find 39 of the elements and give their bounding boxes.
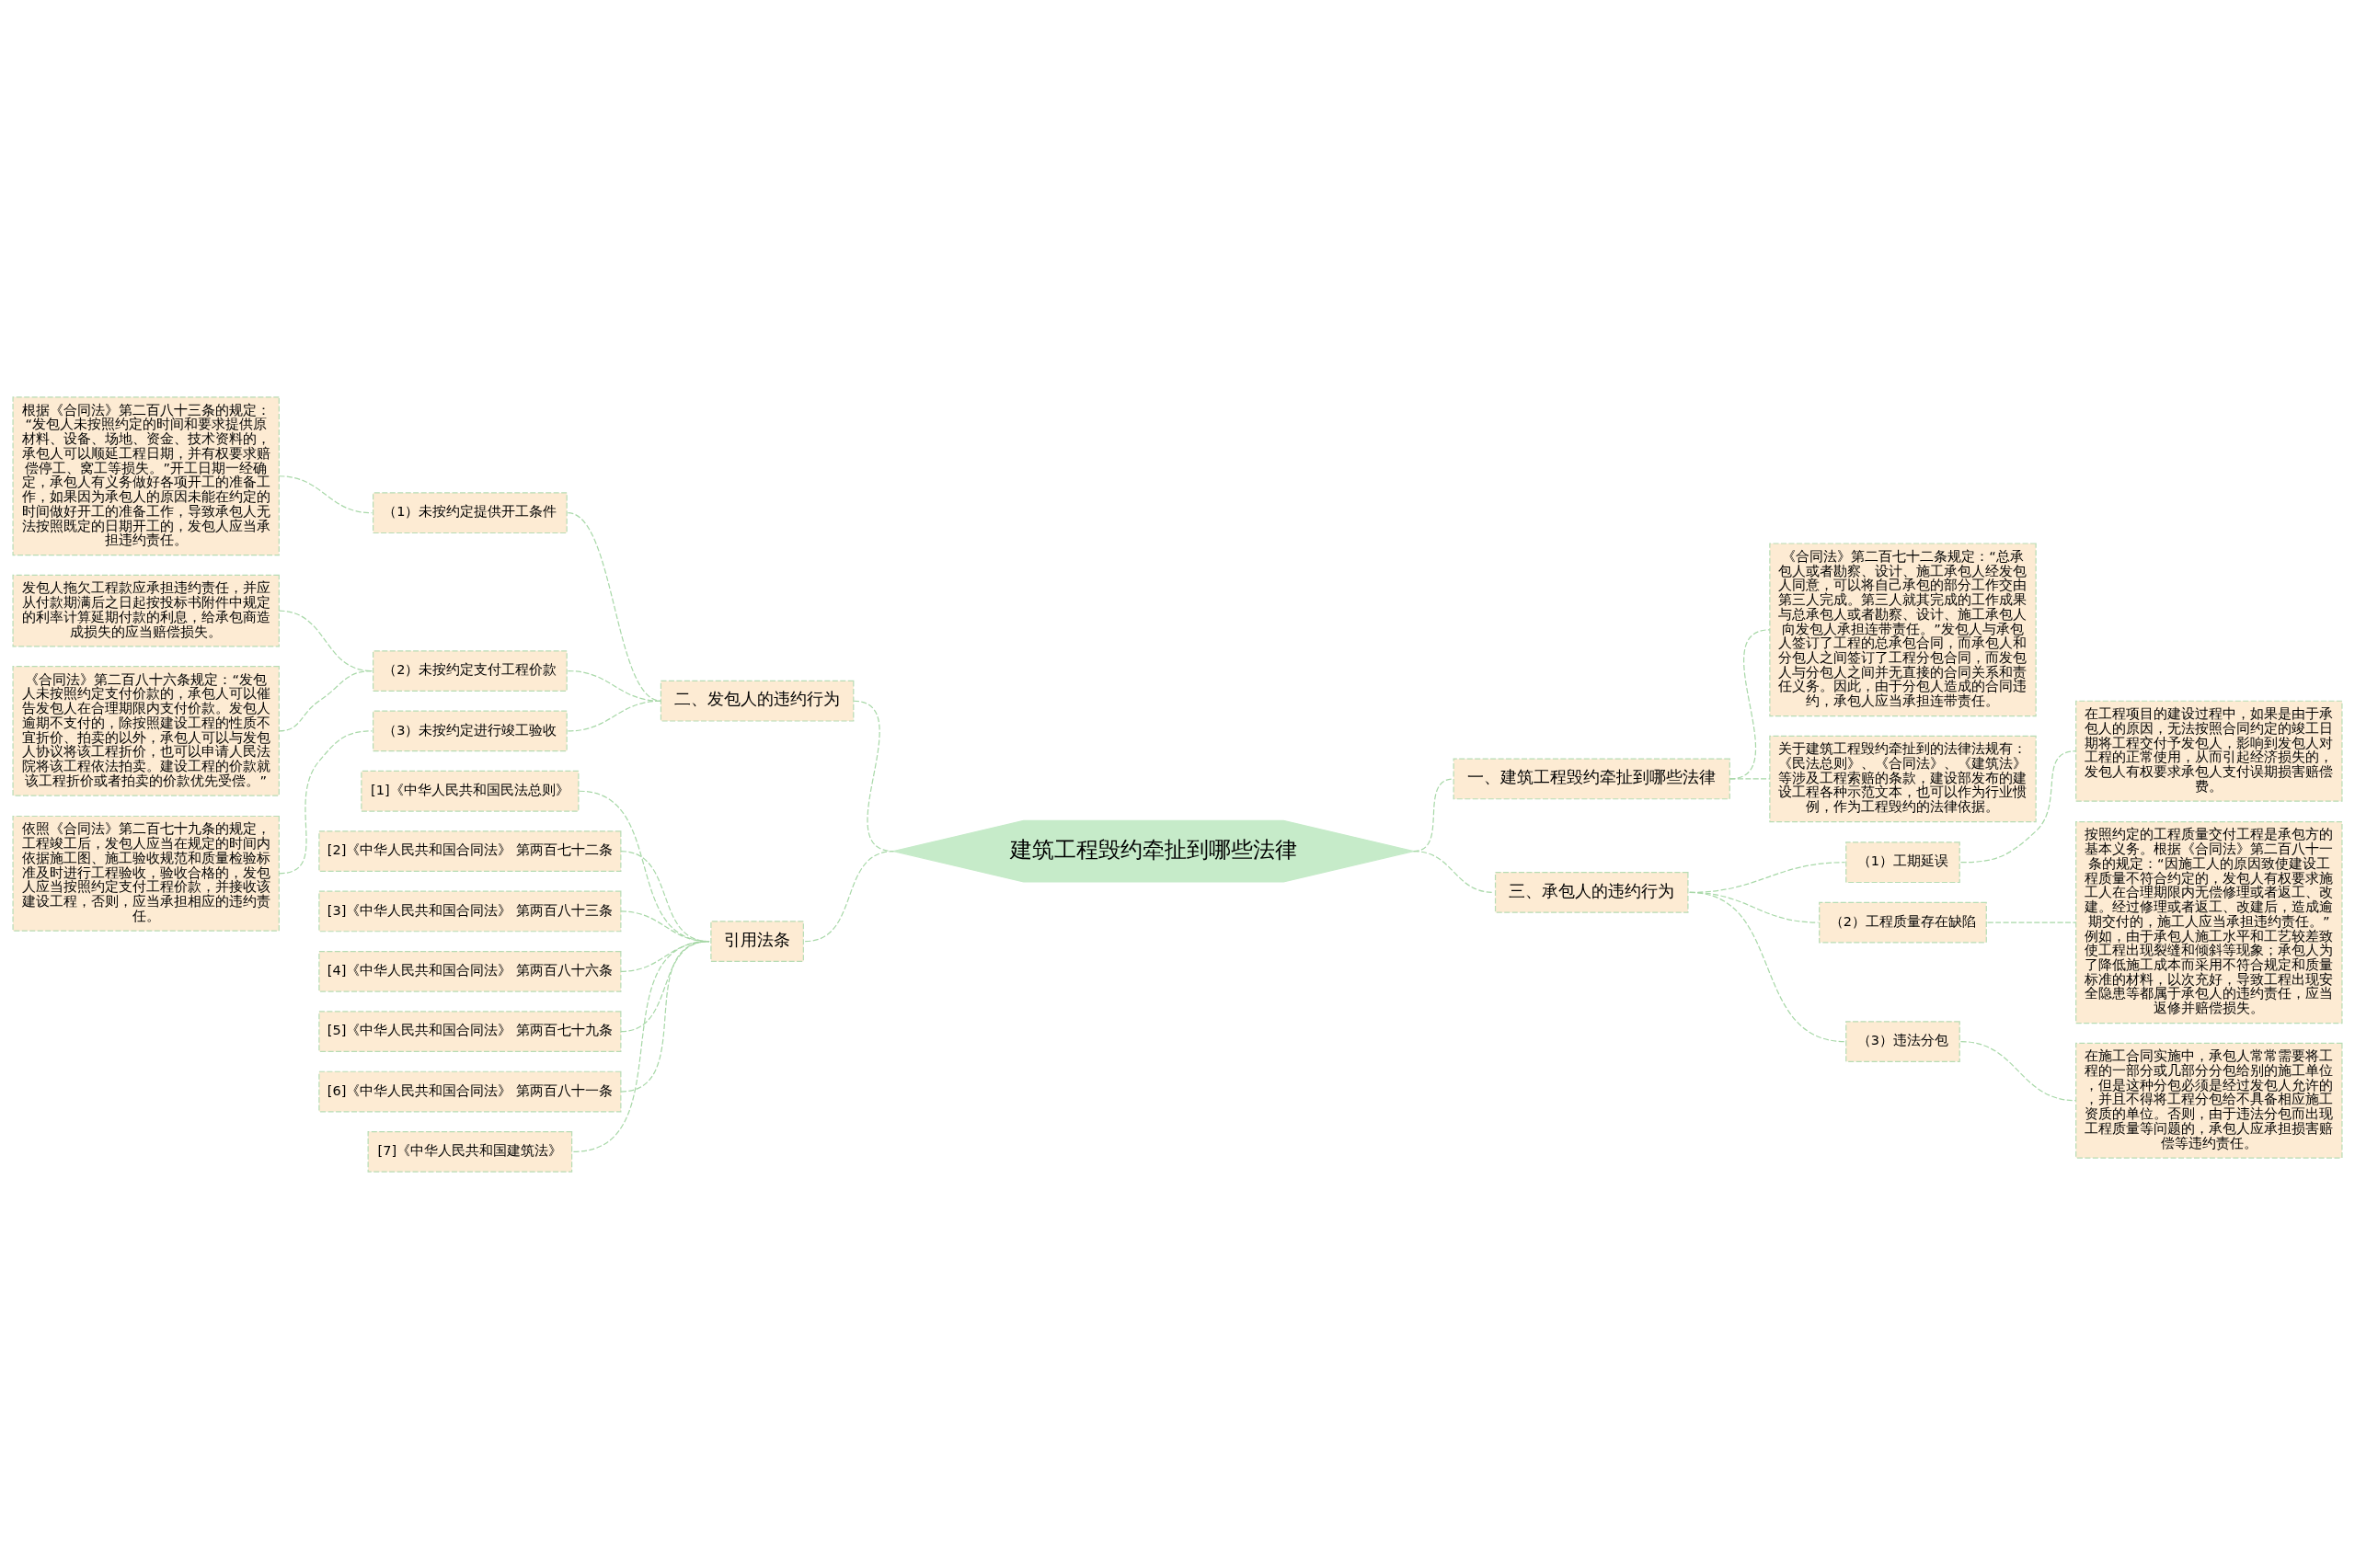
node-box: [4]《中华人民共和国合同法》 第两百八十六条 [318,950,622,992]
connector [1413,850,1495,893]
connector [1959,750,2077,863]
connector [1729,777,1771,780]
node-box: 《合同法》第二百七十二条规定：“总承包人或者勘察、设计、施工承包人经发包人同意，可以将自己承包的部分工作交由第三人完成。第三人就其完成的工作成果与总承包人或者勘察、设计、施工承包人向发包人承担连带责任。”发包人与承包人签订了工程的总承包合同，而承包人和分包人之间签订了工程分包合同，而发包人与分包人之间并无直接的合同关系和责任义务。因此，由于分包人造成的合同违约，承包人应当承担连带责任。 [1769,542,2037,716]
connector [278,475,373,513]
connector [572,940,710,1152]
node-box: [6]《中华人民共和国合同法》 第两百八十一条 [318,1070,622,1112]
node-box: 在工程项目的建设过程中，如果是由于承包人的原因，无法按照合同约定的竣工日期将工程交付予发包人，影响到发包人对工程的正常使用，从而引起经济损失的，发包人有权要求承包人支付误期损害赔偿费。 [2075,700,2343,802]
node-box: （2）未按约定支付工程价款 [373,649,568,692]
node-box: [1]《中华人民共和国民法总则》 [361,770,580,812]
node-box: 三、承包人的违约行为 [1494,871,1689,913]
node-box: 引用法条 [710,920,804,962]
connector [804,850,894,942]
connector [278,729,373,874]
node-box: [3]《中华人民共和国合同法》 第两百八十三条 [318,890,622,932]
node-box: 发包人拖欠工程款应承担违约责任，并应从付款期满后之日起按投标书附件中规定的利率计算延期付款的利息，给承包商造成损失的应当赔偿损失。 [12,574,280,647]
node-box: 《合同法》第二百八十六条规定：“发包人未按照约定支付价款的，承包人可以催告发包人在合理期限内支付价款。发包人逾期不支付的，除按照建设工程的性质不宜折价、拍卖的以外，承包人可以与发包人协议将该工程折价，也可以申请人民法院将该工程依法拍卖。建设工程的价款就该工程折价或者拍卖的价款优先受偿。” [12,665,280,796]
node-box: 在施工合同实施中，承包人常常需要将工程的一部分或几部分分包给别的施工单位，但是这种分包必须是经过发包人允许的，并且不得将工程分包给不具备相应施工资质的单位。否则，由于违法分包而出现工程质量等问题的，承包人应承担损害赔偿等违约责任。 [2075,1042,2343,1159]
connector [567,700,662,731]
node-box: （3）违法分包 [1845,1020,1960,1062]
node-box: （1）未按约定提供开工条件 [373,491,568,533]
node-box: （2）工程质量存在缺陷 [1819,901,1987,943]
node-box: [5]《中华人民共和国合同法》 第两百七十九条 [318,1010,622,1052]
node-box: （1）工期延误 [1845,841,1960,883]
node-box: 二、发包人的违约行为 [660,680,855,722]
node-box: 关于建筑工程毁约牵扯到的法律法规有：《民法总则》、《合同法》、《建筑法》等涉及工程索赔的条款，建设部发布的建设工程各种示范文本，也可以作为行业惯例，作为工程毁约的法律依据。 [1769,735,2037,822]
connector [1959,1040,2077,1101]
connector [278,670,373,731]
node-box: 一、建筑工程毁约牵扯到哪些法律 [1453,758,1730,799]
connector [1729,628,1771,780]
node-box: [2]《中华人民共和国合同法》 第两百七十二条 [318,830,622,872]
node-box: 根据《合同法》第二百八十三条的规定：“发包人未按照约定的时间和要求提供原材料、设备、场地、资金、技术资料的，承包人可以顺延工程日期，并有权要求赔偿停工、窝工等损失。”开工日期一经确定，承包人有义务做好各项开工的准备工作，如果因为承包人的原因未能在约定的时间做好开工的准备工作，导致承包人无法按照既定的日期开工的，发包人应当承担违约责任。 [12,395,280,555]
connector [1986,921,2077,923]
node-box: 依照《合同法》第二百七十九条的规定，工程竣工后，发包人应当在规定的时间内依据施工图、施工验收规范和质量检验标准及时进行工程验收，验收合格的，发包人应当按照约定支付工程价款，并接收该建设工程，否则，应当承担相应的违约责任。 [12,815,280,932]
node-box: [7]《中华人民共和国建筑法》 [367,1130,573,1173]
node-box: （3）未按约定进行竣工验收 [373,710,568,751]
connector [1689,891,1846,1042]
node-box: 按照约定的工程质量交付工程是承包方的基本义务。根据《合同法》第二百八十一条的规定：“因施工人的原因致使建设工程质量不符合约定的，发包人有权要求施工人在合理期限内无偿修理或者返工、改建。经过修理或者返工、改建后，造成逾期交付的，施工人应当承担违约责任。”例如，由于承包人施工水平和工艺较差致使工程出现裂缝和倾斜等现象；承包人为了降低施工成本而采用不符合规定和质量标准的材料，以次充好，导致工程出现安全隐患等都属于承包人的违约责任，应当返修并赔偿损失。 [2075,820,2343,1024]
